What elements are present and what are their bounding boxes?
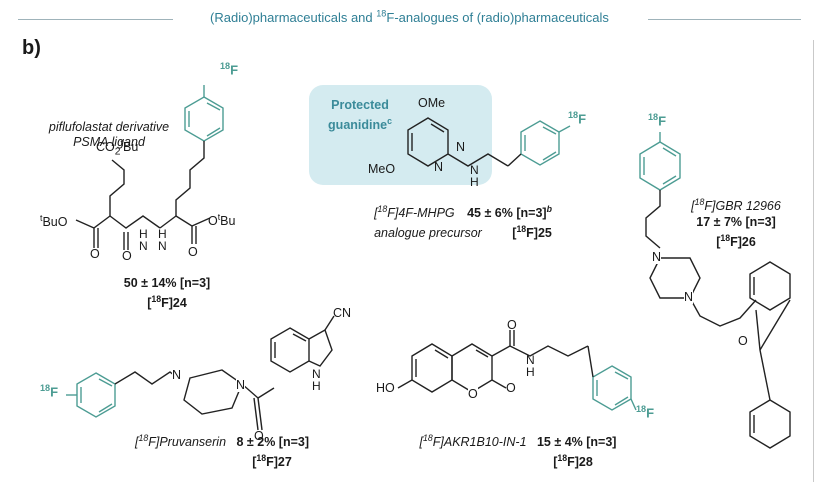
ome-25: OMe xyxy=(418,96,446,110)
structure-27 xyxy=(66,315,335,431)
section-title: (Radio)pharmaceuticals and 18F-analogues… xyxy=(0,9,819,26)
ho-28: HO xyxy=(376,381,395,395)
divider xyxy=(813,40,814,482)
cn-27: CN xyxy=(333,306,352,320)
compound-26-caption: [18F]GBR 12966 17 ± 7% [n=3] [18F]26 xyxy=(691,197,781,250)
o-26: O xyxy=(738,334,748,348)
compound-28-caption: [18F]AKR1B10-IN-1 15 ± 4% [n=3] [18F]28 xyxy=(419,433,617,470)
n-25a: N xyxy=(456,140,466,154)
otbu-24: OtBu xyxy=(208,212,236,229)
compound-25-caption: [18F]4F-MHPG 45 ± 6% [n=3]b analogue pre… xyxy=(374,204,552,241)
carbonyl-o-28a: O xyxy=(506,381,516,395)
structure-24 xyxy=(75,85,224,250)
tbuo-24: tBuO xyxy=(40,213,68,230)
carbonyl-o-28b: O xyxy=(507,318,517,332)
fluorine-24: 18F xyxy=(220,61,239,78)
carbonyl-o-24b: O xyxy=(122,249,132,263)
fluorine-27: 18F xyxy=(40,383,59,400)
n-26a: N xyxy=(652,250,662,264)
n-25b: N xyxy=(434,160,444,174)
compound-27-caption: [18F]Pruvanserin 8 ± 2% [n=3] [18F]27 xyxy=(135,433,309,470)
structure-26 xyxy=(639,132,791,449)
fluorine-25: 18F xyxy=(568,110,587,127)
structure-25 xyxy=(407,117,571,167)
carbonyl-o-24c: O xyxy=(188,245,198,259)
structure-28 xyxy=(397,330,637,411)
ring-o-28: O xyxy=(468,387,478,401)
protected-guanidine-label: Protected guanidinec xyxy=(328,98,392,133)
compound-24-yield: 50 ± 14% [n=3][18F]24 xyxy=(123,276,211,311)
o-27: O xyxy=(254,429,264,443)
fluorine-28: 18F xyxy=(636,404,655,421)
carbonyl-o-24a: O xyxy=(90,247,100,261)
n-26b: N xyxy=(684,290,694,304)
meo-25: MeO xyxy=(368,162,396,176)
protected-guanidine-box xyxy=(309,85,492,185)
fluorine-26: 18F xyxy=(648,112,667,129)
n-27a: N xyxy=(172,368,182,382)
co2tbu-24: CO2tBu xyxy=(96,138,139,158)
panel-label: b) xyxy=(22,37,41,59)
n-27b: N xyxy=(236,378,246,392)
